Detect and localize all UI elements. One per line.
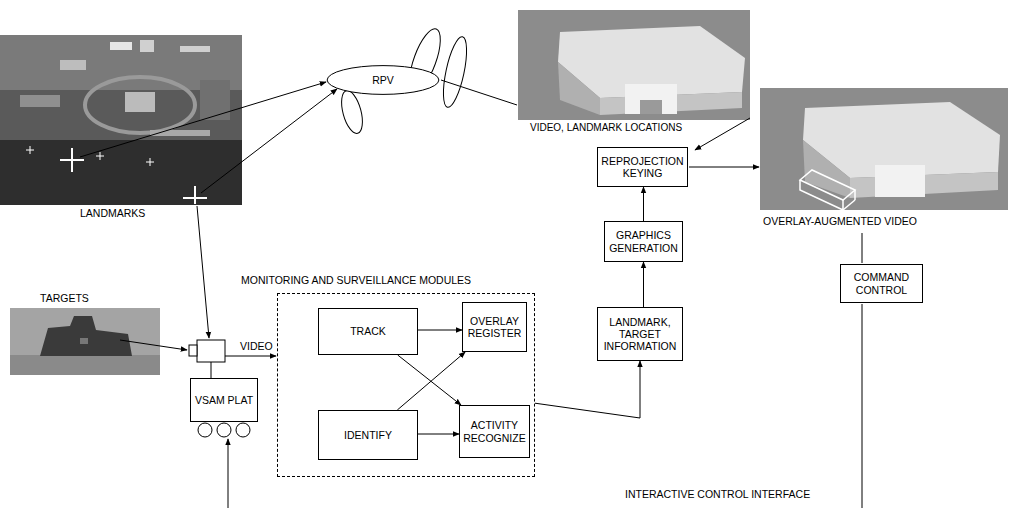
overlay-video-photo: [760, 88, 1008, 210]
group-heading: MONITORING AND SURVEILLANCE MODULES: [241, 274, 471, 286]
connector-arrow: [535, 361, 640, 418]
module-box: OVERLAY REGISTER: [462, 302, 527, 352]
picture-caption: OVERLAY-AUGMENTED VIDEO: [763, 215, 917, 228]
leader-line: [80, 80, 862, 508]
interface-label: INTERACTIVE CONTROL INTERFACE: [625, 488, 810, 501]
node-text: IDENTIFY: [342, 429, 394, 441]
node-text: TRACK: [348, 325, 388, 337]
picture-caption: VIDEO, LANDMARK LOCATIONS: [530, 122, 682, 134]
target-photo: [10, 308, 160, 375]
picture-caption: LANDMARKS: [80, 207, 145, 220]
connector-arrow: [397, 352, 465, 410]
rpv-ellipse: RPV: [326, 65, 440, 95]
node-text: REPROJECTION KEYING: [598, 155, 687, 179]
module-box: IDENTIFY: [318, 410, 418, 460]
connector-arrow: [418, 434, 459, 435]
connector-arrow: [418, 330, 462, 331]
node-text: VSAM PLAT: [193, 394, 255, 406]
platform-box: VSAM PLAT: [190, 378, 258, 422]
node-text: RPV: [370, 74, 396, 86]
node-text: OVERLAY REGISTER: [463, 315, 526, 339]
module-box: ACTIVITY RECOGNIZE: [459, 405, 530, 458]
video-photo: [518, 10, 750, 120]
node-text: COMMAND CONTROL: [841, 271, 922, 295]
module-box: TRACK: [318, 308, 418, 355]
process-box: REPROJECTION KEYING: [597, 147, 688, 187]
connector-arrow: [643, 187, 644, 221]
process-box: LANDMARK, TARGET INFORMATION: [597, 307, 683, 361]
node-text: ACTIVITY RECOGNIZE: [460, 419, 529, 443]
picture-caption: TARGETS: [40, 292, 89, 305]
connector-arrow: [643, 262, 644, 307]
connector-arrow: [398, 355, 461, 405]
module-group: MONITORING AND SURVEILLANCE MODULESTRACK…: [277, 293, 535, 477]
aerial-photo: [0, 35, 242, 205]
node-text: GRAPHICS GENERATION: [605, 229, 682, 253]
signal-name: VIDEO: [240, 340, 273, 353]
process-box: COMMAND CONTROL: [840, 264, 923, 303]
node-text: LANDMARK, TARGET INFORMATION: [598, 316, 682, 352]
process-box: GRAPHICS GENERATION: [604, 221, 683, 262]
